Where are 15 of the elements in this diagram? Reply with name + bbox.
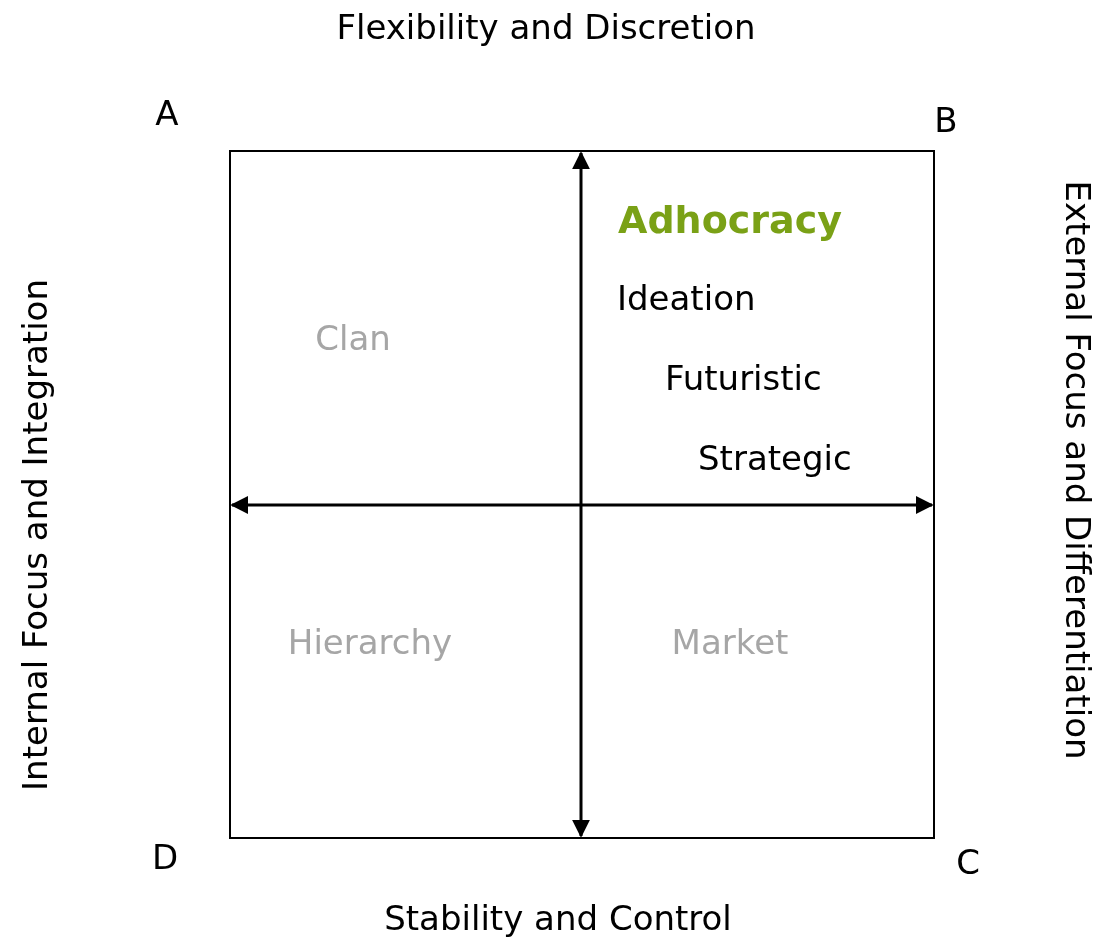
axis-label: Stability and Control — [384, 901, 732, 935]
quadrant-title: Clan — [315, 321, 391, 355]
axis-label: Internal Focus and Integration — [18, 279, 52, 791]
quadrant-title: Hierarchy — [287, 625, 453, 659]
corner-letter: D — [151, 840, 179, 874]
axis-label: External Focus and Differentiation — [1061, 180, 1095, 760]
axis-label: Flexibility and Discretion — [336, 10, 756, 44]
corner-letter: B — [934, 103, 958, 137]
corner-letter: A — [155, 96, 179, 130]
trait-label: Ideation — [617, 281, 756, 315]
quadrant-title: Market — [671, 625, 789, 659]
corner-letter: C — [956, 845, 980, 879]
quadrant-title: Adhocracy — [618, 201, 842, 239]
trait-label: Strategic — [698, 441, 852, 475]
trait-label: Futuristic — [665, 361, 822, 395]
